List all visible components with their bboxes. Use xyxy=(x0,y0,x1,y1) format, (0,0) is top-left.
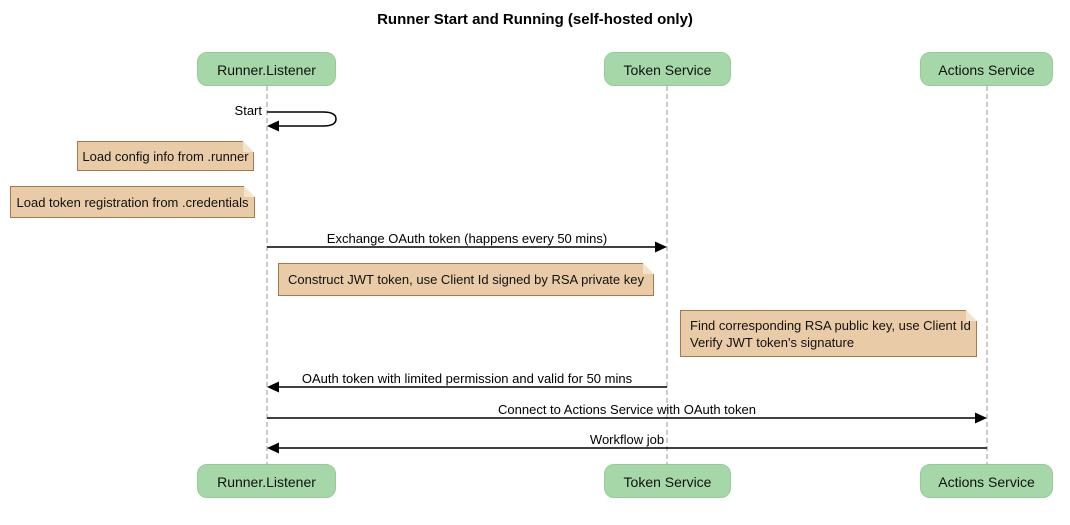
participant-runner-listener-top: Runner.Listener xyxy=(197,52,336,86)
note-text: Load token registration from .credential… xyxy=(16,194,249,210)
note-text-line-1: Find corresponding RSA public key, use C… xyxy=(690,317,971,333)
note-text-line-2: Verify JWT token's signature xyxy=(690,334,855,350)
participant-runner-listener-bottom: Runner.Listener xyxy=(197,464,336,498)
message-label-workflow-job: Workflow job xyxy=(589,432,665,447)
note-construct-jwt: Construct JWT token, use Client Id signe… xyxy=(278,263,654,296)
note-text: Load config info from .runner xyxy=(82,148,249,164)
message-label-exchange-oauth: Exchange OAuth token (happens every 50 m… xyxy=(326,231,608,246)
participant-token-service-bottom: Token Service xyxy=(604,464,731,498)
note-text: Construct JWT token, use Client Id signe… xyxy=(288,272,644,287)
message-label-connect-actions: Connect to Actions Service with OAuth to… xyxy=(498,402,756,417)
message-label-oauth-token: OAuth token with limited permission and … xyxy=(301,371,633,386)
note-load-token-registration: Load token registration from .credential… xyxy=(10,186,255,218)
message-arrow-exchange-oauth xyxy=(267,241,667,253)
diagram-title: Runner Start and Running (self-hosted on… xyxy=(377,11,693,28)
message-arrow-workflow-job xyxy=(267,442,987,454)
message-label-start: Start xyxy=(234,103,262,118)
participant-actions-service-bottom: Actions Service xyxy=(920,464,1053,498)
message-arrow-oauth-token xyxy=(267,381,667,393)
message-arrow-connect-actions xyxy=(267,412,987,424)
self-message-arrow xyxy=(267,111,337,132)
participant-actions-service-top: Actions Service xyxy=(920,52,1053,86)
note-load-config: Load config info from .runner xyxy=(77,141,254,171)
participant-token-service-top: Token Service xyxy=(604,52,731,86)
note-verify-jwt: Find corresponding RSA public key, use C… xyxy=(680,310,977,357)
